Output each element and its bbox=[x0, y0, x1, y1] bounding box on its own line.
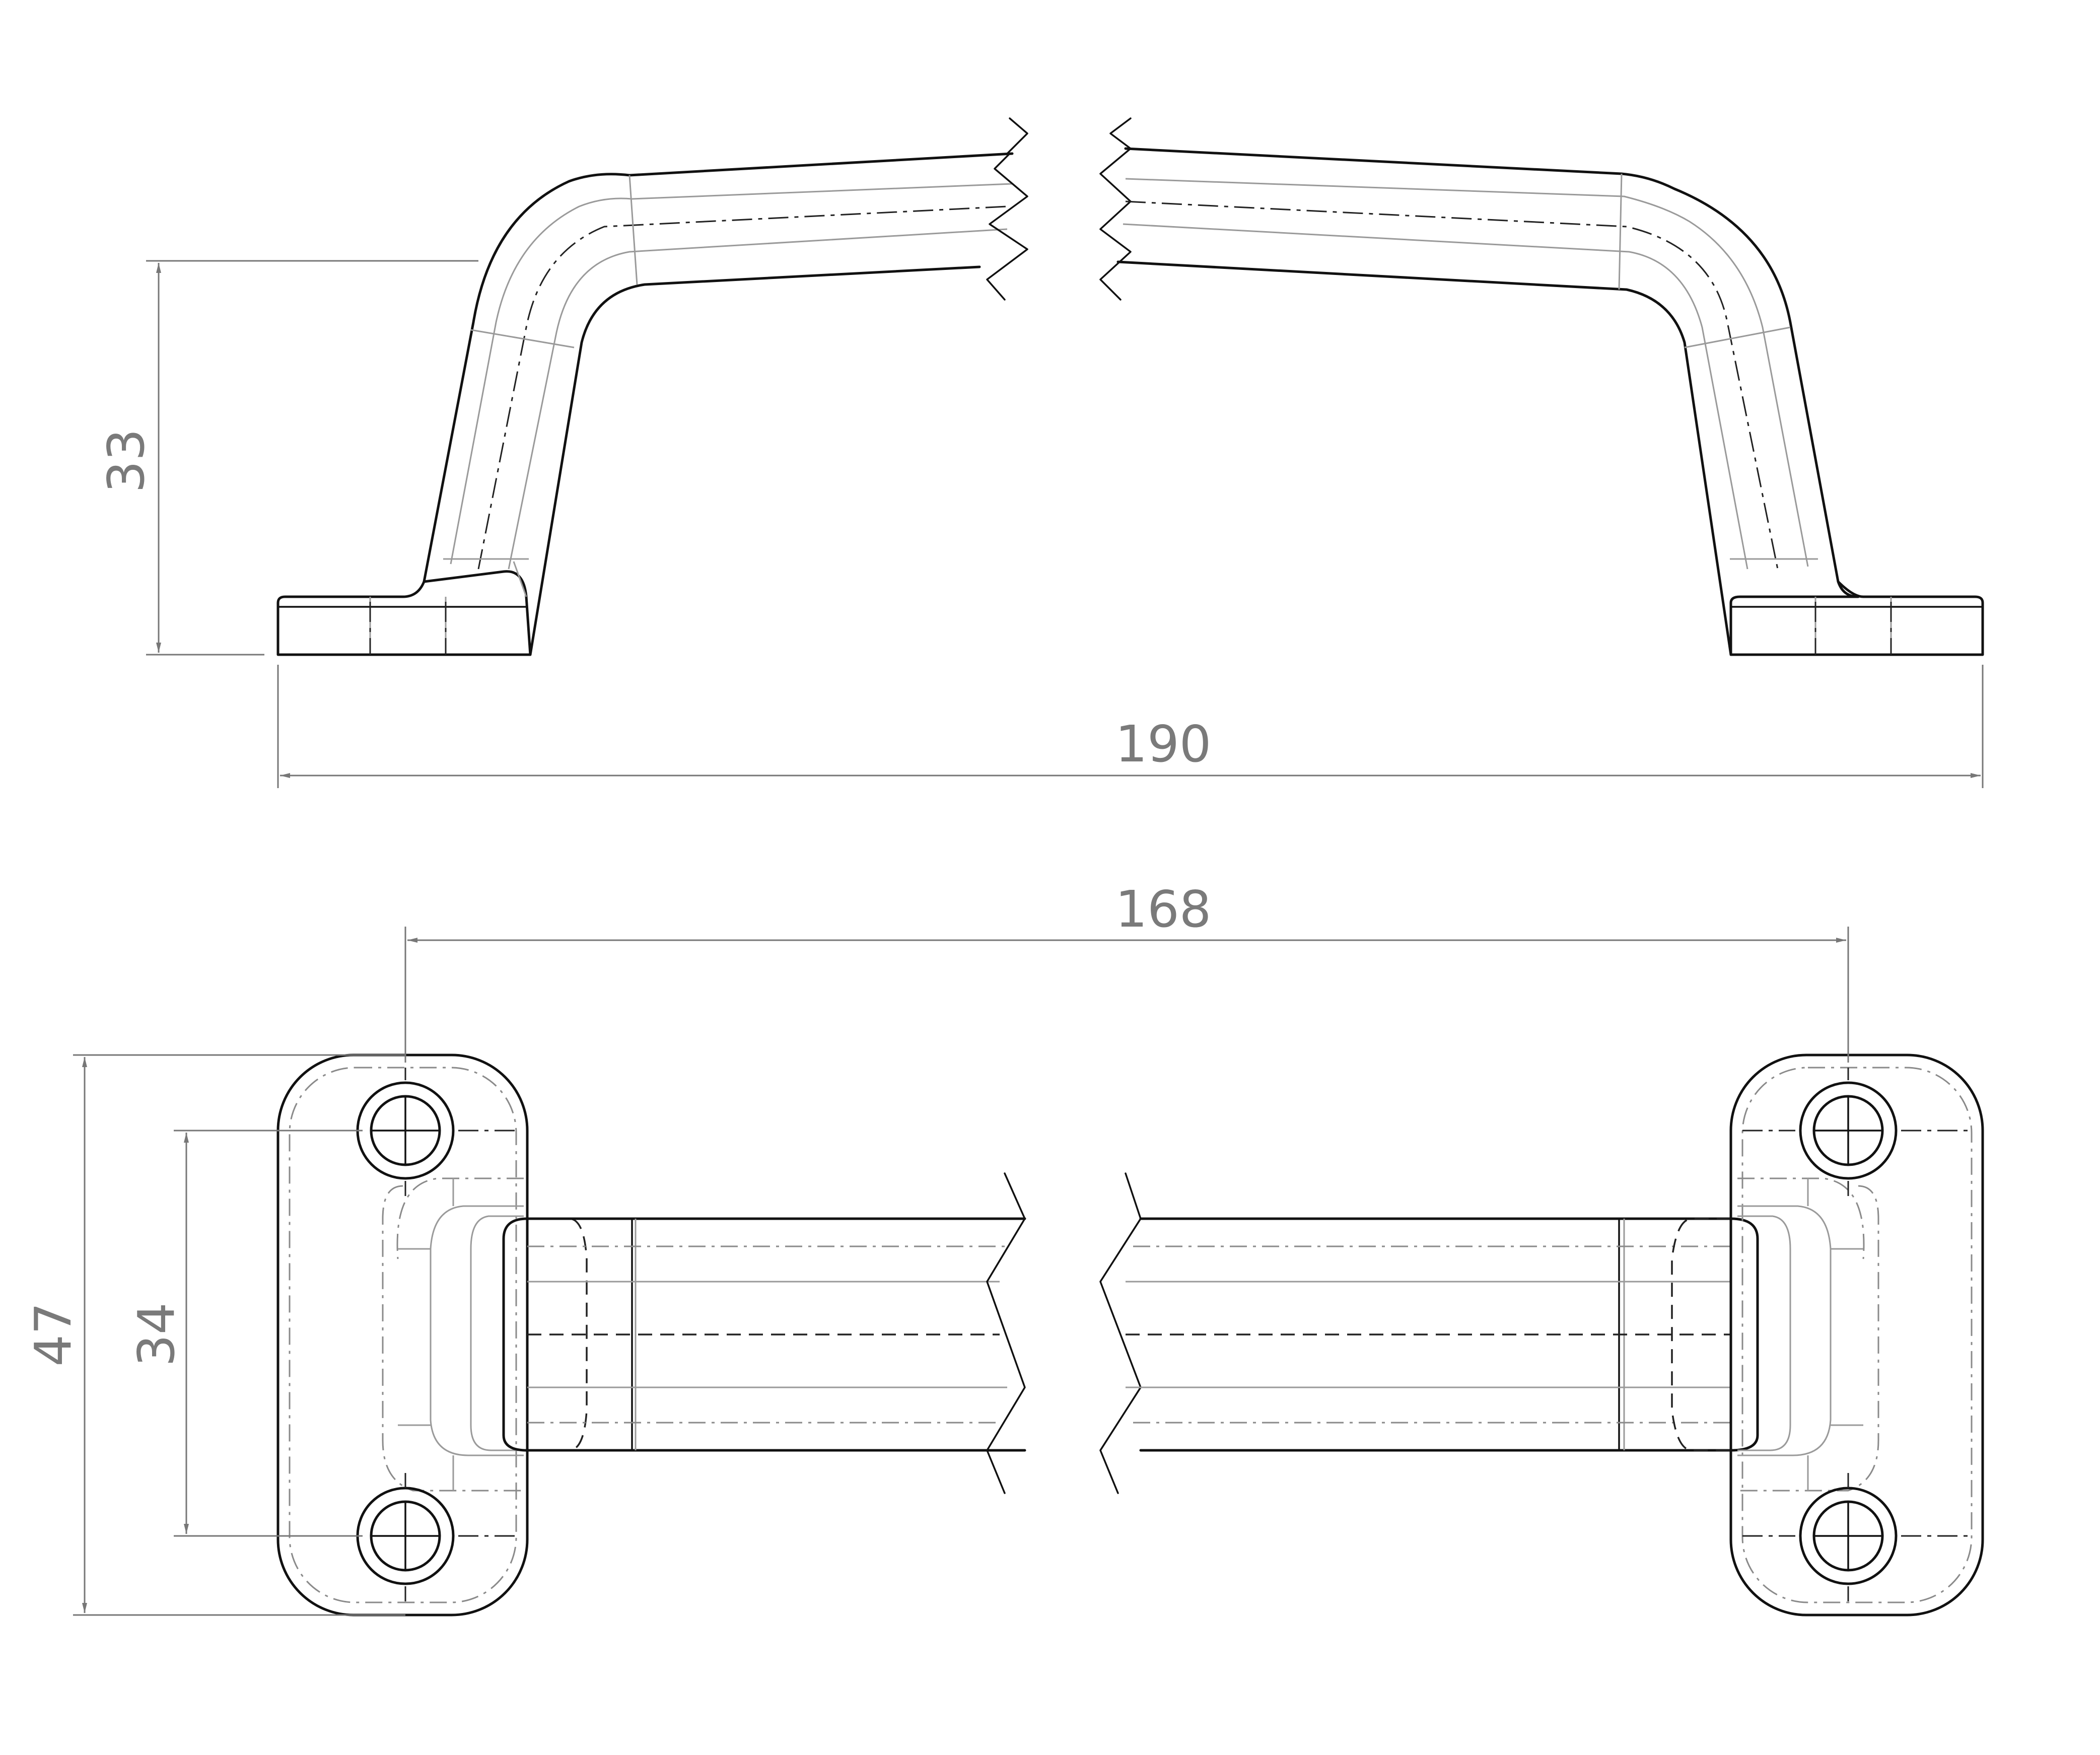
length-dimension-label: 190 bbox=[1115, 715, 1212, 774]
side-view bbox=[276, 117, 1984, 656]
left-break-side bbox=[986, 117, 1028, 301]
height-dimension-label: 33 bbox=[97, 429, 156, 493]
length-dimension: 190 bbox=[277, 665, 1984, 788]
base-width-label: 47 bbox=[24, 1302, 83, 1366]
right-arm-side bbox=[1116, 147, 1840, 656]
left-arm-side bbox=[423, 152, 1014, 656]
height-dimension: 33 bbox=[97, 260, 478, 656]
right-foot-side bbox=[1729, 580, 1984, 656]
right-base-plate bbox=[1729, 1054, 1984, 1617]
hole-pitch-label: 34 bbox=[127, 1302, 186, 1366]
hole-pitch-dimension: 34 bbox=[127, 1130, 363, 1537]
right-break-side bbox=[1099, 117, 1132, 301]
base-width-dimension: 47 bbox=[24, 1054, 405, 1616]
left-foot-side bbox=[276, 570, 532, 656]
top-view bbox=[276, 1054, 1984, 1617]
left-handle-top bbox=[502, 1217, 1026, 1452]
hole-spacing-label: 168 bbox=[1115, 880, 1212, 939]
left-base-plate bbox=[276, 1054, 529, 1617]
left-break-top bbox=[986, 1172, 1026, 1494]
right-handle-top bbox=[1126, 1217, 1759, 1452]
hole-spacing-dimension: 168 bbox=[404, 880, 1849, 1063]
right-break-top bbox=[1099, 1172, 1142, 1494]
